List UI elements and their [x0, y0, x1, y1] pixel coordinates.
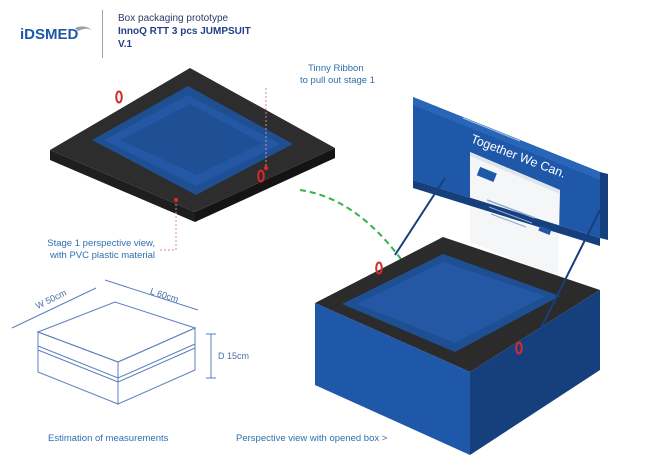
- stage1-note-line2: with PVC plastic material: [49, 250, 155, 261]
- stage1-note: Stage 1 perspective view, with PVC plast…: [23, 238, 155, 262]
- header-divider: [102, 10, 103, 58]
- measurement-caption: Estimation of measurements: [48, 433, 169, 444]
- ribbon-marker-top: [115, 90, 123, 104]
- insert-card-details: [476, 166, 552, 236]
- ribbon-marker-right: [257, 169, 265, 183]
- header-product-title: InnoQ RTT 3 pcs JUMPSUIT: [118, 26, 251, 37]
- stage1-tray: [50, 68, 335, 222]
- stage1-leader-line: [158, 200, 177, 251]
- ribbon-note-line1: Tinny Ribbon: [308, 63, 364, 74]
- lid-small-print: [462, 117, 521, 142]
- ribbon-note-line2: to pull out stage 1: [300, 75, 375, 86]
- box-ribbon-marker-right: [515, 341, 523, 355]
- header-version: V.1: [118, 39, 133, 50]
- header-subtitle: Box packaging prototype: [118, 13, 229, 24]
- depth-label: D 15cm: [218, 351, 250, 361]
- box-ribbon-marker-left: [375, 261, 383, 275]
- idsmed-logo: iDSMED: [20, 22, 94, 46]
- header-block: Box packaging prototype InnoQ RTT 3 pcs …: [118, 12, 251, 51]
- stage1-note-line1: Stage 1 perspective view,: [47, 238, 155, 249]
- ribbon-note: Tinny Ribbon to pull out stage 1: [300, 63, 375, 87]
- logo-text: iDSMED: [20, 26, 79, 43]
- measurement-sketch: [11, 279, 216, 405]
- opened-box-caption: Perspective view with opened box >: [236, 433, 388, 444]
- opened-box: [315, 97, 608, 455]
